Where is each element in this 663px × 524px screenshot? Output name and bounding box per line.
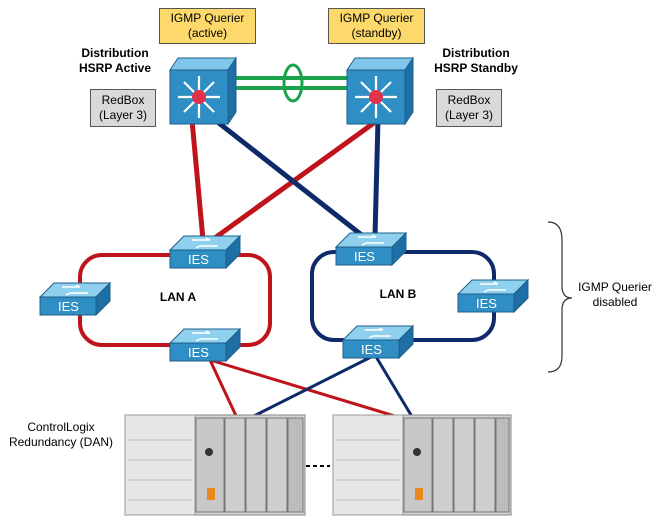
ies-switch-lan-b-top: IES xyxy=(335,232,407,266)
distribution-standby-label: Distribution HSRP Standby xyxy=(434,46,518,75)
drop-b-right xyxy=(373,354,416,421)
svg-text:IES: IES xyxy=(188,345,209,360)
drop-b-left xyxy=(245,353,376,422)
svg-text:IES: IES xyxy=(188,252,209,267)
distribution-switch-standby xyxy=(346,56,414,126)
controllogix-chassis-right xyxy=(332,414,512,516)
redbox-right-label: RedBox (Layer 3) xyxy=(436,89,502,127)
brace xyxy=(547,221,573,373)
ies-switch-lan-b-bottom: IES xyxy=(342,325,414,359)
drop-a-left xyxy=(208,359,240,421)
igmp-querier-active-label: IGMP Querier (active) xyxy=(159,8,256,44)
ies-switch-lan-a-top: IES xyxy=(169,235,241,269)
svg-text:IES: IES xyxy=(476,296,497,311)
controllogix-label: ControlLogix Redundancy (DAN) xyxy=(8,420,114,449)
uplink-active-lan-a xyxy=(189,119,206,241)
igmp-querier-disabled-label: IGMP Querier disabled xyxy=(578,280,652,309)
uplink-active-lan-b xyxy=(213,118,370,242)
redbox-left-label: RedBox (Layer 3) xyxy=(90,89,156,127)
port-channel-ring xyxy=(282,63,304,103)
svg-text:IES: IES xyxy=(354,249,375,264)
distribution-active-label: Distribution HSRP Active xyxy=(78,46,152,75)
distribution-switch-active xyxy=(169,56,237,126)
uplink-standby-lan-b xyxy=(372,119,381,237)
svg-text:IES: IES xyxy=(58,299,79,314)
ies-switch-lan-b-right: IES xyxy=(457,279,529,313)
ies-switch-lan-a-left: IES xyxy=(39,282,111,316)
controllogix-chassis-left xyxy=(124,414,306,516)
lan-b-label: LAN B xyxy=(379,287,417,301)
drop-a-right xyxy=(209,358,409,422)
lan-a-label: LAN A xyxy=(159,290,197,304)
igmp-querier-standby-label: IGMP Querier (standby) xyxy=(328,8,425,44)
ies-switch-lan-a-bottom: IES xyxy=(169,328,241,362)
svg-text:IES: IES xyxy=(361,342,382,357)
